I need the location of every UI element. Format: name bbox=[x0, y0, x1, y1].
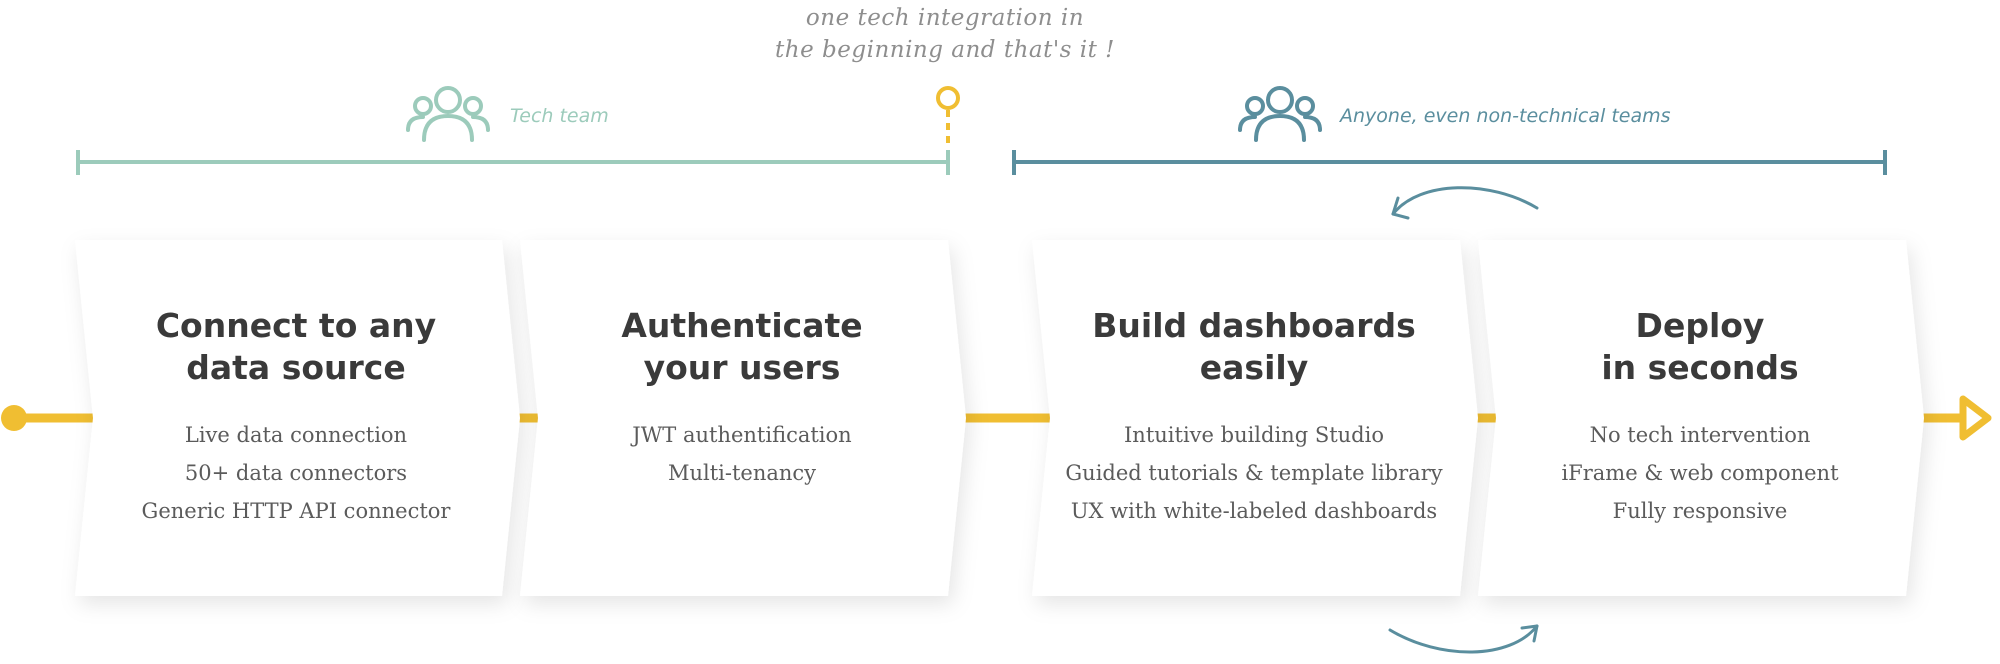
loop-arrow-bottom-icon bbox=[1388, 624, 1539, 654]
step-card-deploy bbox=[1478, 240, 1924, 596]
integration-note-line-1: one tech integration in bbox=[805, 5, 1085, 31]
step-feature-item: No tech intervention bbox=[1589, 423, 1811, 447]
step-title: Build dashboards easily bbox=[1092, 306, 1416, 387]
step-feature-item: Guided tutorials & template library bbox=[1065, 461, 1443, 485]
step-feature-item: Intuitive building Studio bbox=[1124, 423, 1384, 447]
step-feature-item: Generic HTTP API connector bbox=[141, 499, 451, 523]
step-feature-item: Fully responsive bbox=[1612, 499, 1788, 523]
step-title: Deploy in seconds bbox=[1601, 306, 1799, 387]
step-deploy-content: Deploy in seconds No tech intervention i… bbox=[1490, 305, 1910, 530]
integration-note-line-2: the beginning and that's it ! bbox=[775, 37, 1115, 63]
step-feature-list: Intuitive building Studio Guided tutoria… bbox=[1044, 416, 1464, 530]
step-card-build bbox=[1032, 240, 1478, 596]
flow-arrowhead-icon bbox=[1959, 395, 1992, 441]
integration-note: one tech integration in the beginning an… bbox=[745, 2, 1145, 66]
step-cards bbox=[75, 240, 1924, 596]
integration-pin-icon bbox=[936, 86, 960, 148]
step-feature-item: 50+ data connectors bbox=[184, 461, 408, 485]
step-feature-item: iFrame & web component bbox=[1561, 461, 1839, 485]
anyone-team-label: Anyone, even non-technical teams bbox=[1340, 105, 1671, 127]
step-feature-list: Live data connection 50+ data connectors… bbox=[86, 416, 506, 530]
step-card-authenticate bbox=[520, 240, 966, 596]
step-card-connect bbox=[75, 240, 520, 596]
step-feature-list: JWT authentification Multi-tenancy bbox=[532, 416, 952, 492]
step-build-content: Build dashboards easily Intuitive buildi… bbox=[1044, 305, 1464, 530]
step-authenticate-content: Authenticate your users JWT authentifica… bbox=[532, 305, 952, 492]
tech-team-label: Tech team bbox=[510, 105, 609, 127]
step-feature-item: Live data connection bbox=[184, 423, 408, 447]
anyone-team-icon bbox=[1238, 86, 1322, 142]
tech-team-icon bbox=[406, 86, 490, 142]
step-feature-item: UX with white-labeled dashboards bbox=[1070, 499, 1438, 523]
step-connect-content: Connect to any data source Live data con… bbox=[86, 305, 506, 530]
step-feature-item: Multi-tenancy bbox=[667, 461, 817, 485]
loop-arrow-top-icon bbox=[1391, 186, 1539, 220]
step-title: Connect to any data source bbox=[155, 306, 437, 387]
step-title: Authenticate your users bbox=[621, 306, 863, 387]
anyone-bracket bbox=[1012, 150, 1887, 175]
step-feature-list: No tech intervention iFrame & web compon… bbox=[1490, 416, 1910, 530]
flow-line bbox=[1, 395, 1992, 441]
step-feature-item: JWT authentification bbox=[632, 423, 852, 447]
tech-team-bracket bbox=[76, 150, 950, 175]
